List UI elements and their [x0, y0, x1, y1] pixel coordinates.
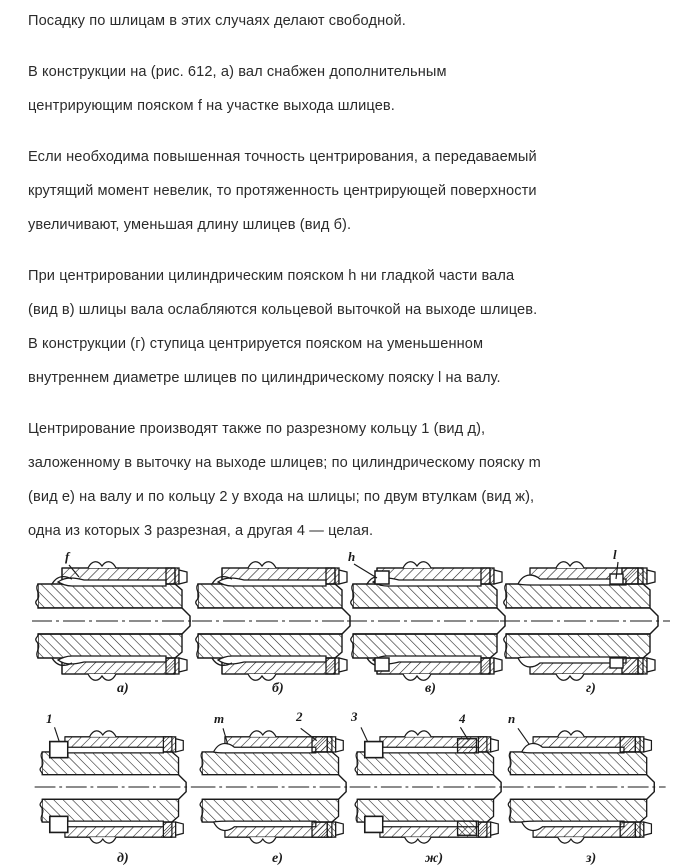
callout-m: m	[214, 711, 225, 726]
view-label-a: а)	[117, 681, 129, 696]
view-label-b: б)	[272, 681, 284, 696]
view-label-zh: ж)	[425, 851, 443, 866]
callout-3: 3	[351, 709, 358, 724]
section-drawing-v	[347, 555, 517, 687]
callout-4: 4	[459, 711, 466, 726]
section-drawing-a	[32, 555, 202, 687]
section-drawing-e	[193, 724, 359, 850]
view-label-z: з)	[586, 851, 597, 866]
paragraph-4: При центрировании цилиндрическим пояском…	[28, 268, 538, 386]
article-text: Посадку по шлицам в этих случаях делают …	[28, 4, 658, 548]
drawing-view-zh: 3 4	[347, 710, 517, 858]
callout-l: l	[613, 547, 617, 562]
view-label-v: в)	[425, 681, 436, 696]
callout-1: 1	[46, 711, 53, 726]
figure-row-1: f h	[0, 546, 685, 698]
section-drawing-d	[33, 724, 199, 850]
drawing-view-b	[192, 546, 362, 698]
drawing-view-e: m 2	[192, 710, 362, 858]
view-label-g: г)	[586, 681, 596, 696]
paragraph-5: Центрирование производят также по разрез…	[28, 421, 541, 539]
section-drawing-g	[500, 555, 671, 687]
callout-n: n	[508, 711, 516, 726]
section-drawing-zh	[348, 724, 514, 850]
drawing-view-g: l	[500, 546, 676, 698]
drawing-view-v: h	[347, 546, 517, 698]
view-label-d: д)	[117, 851, 129, 866]
callout-h: h	[348, 549, 356, 564]
drawing-view-a: f	[32, 546, 202, 698]
drawing-view-d: 1	[32, 712, 202, 858]
section-drawing-z	[502, 724, 667, 850]
section-drawing-b	[192, 555, 362, 687]
paragraph-1: Посадку по шлицам в этих случаях делают …	[28, 13, 406, 29]
figure-612: f h	[0, 540, 685, 866]
paragraph-2: В конструкции на (рис. 612, а) вал снабж…	[28, 64, 447, 114]
callout-2: 2	[296, 709, 303, 724]
callout-f: f	[65, 549, 70, 564]
drawing-view-z: n	[500, 712, 676, 858]
paragraph-3: Если необходима повышенная точность цент…	[28, 149, 537, 233]
view-label-e: е)	[272, 851, 283, 866]
figure-row-2: 1 m 2	[0, 710, 685, 866]
